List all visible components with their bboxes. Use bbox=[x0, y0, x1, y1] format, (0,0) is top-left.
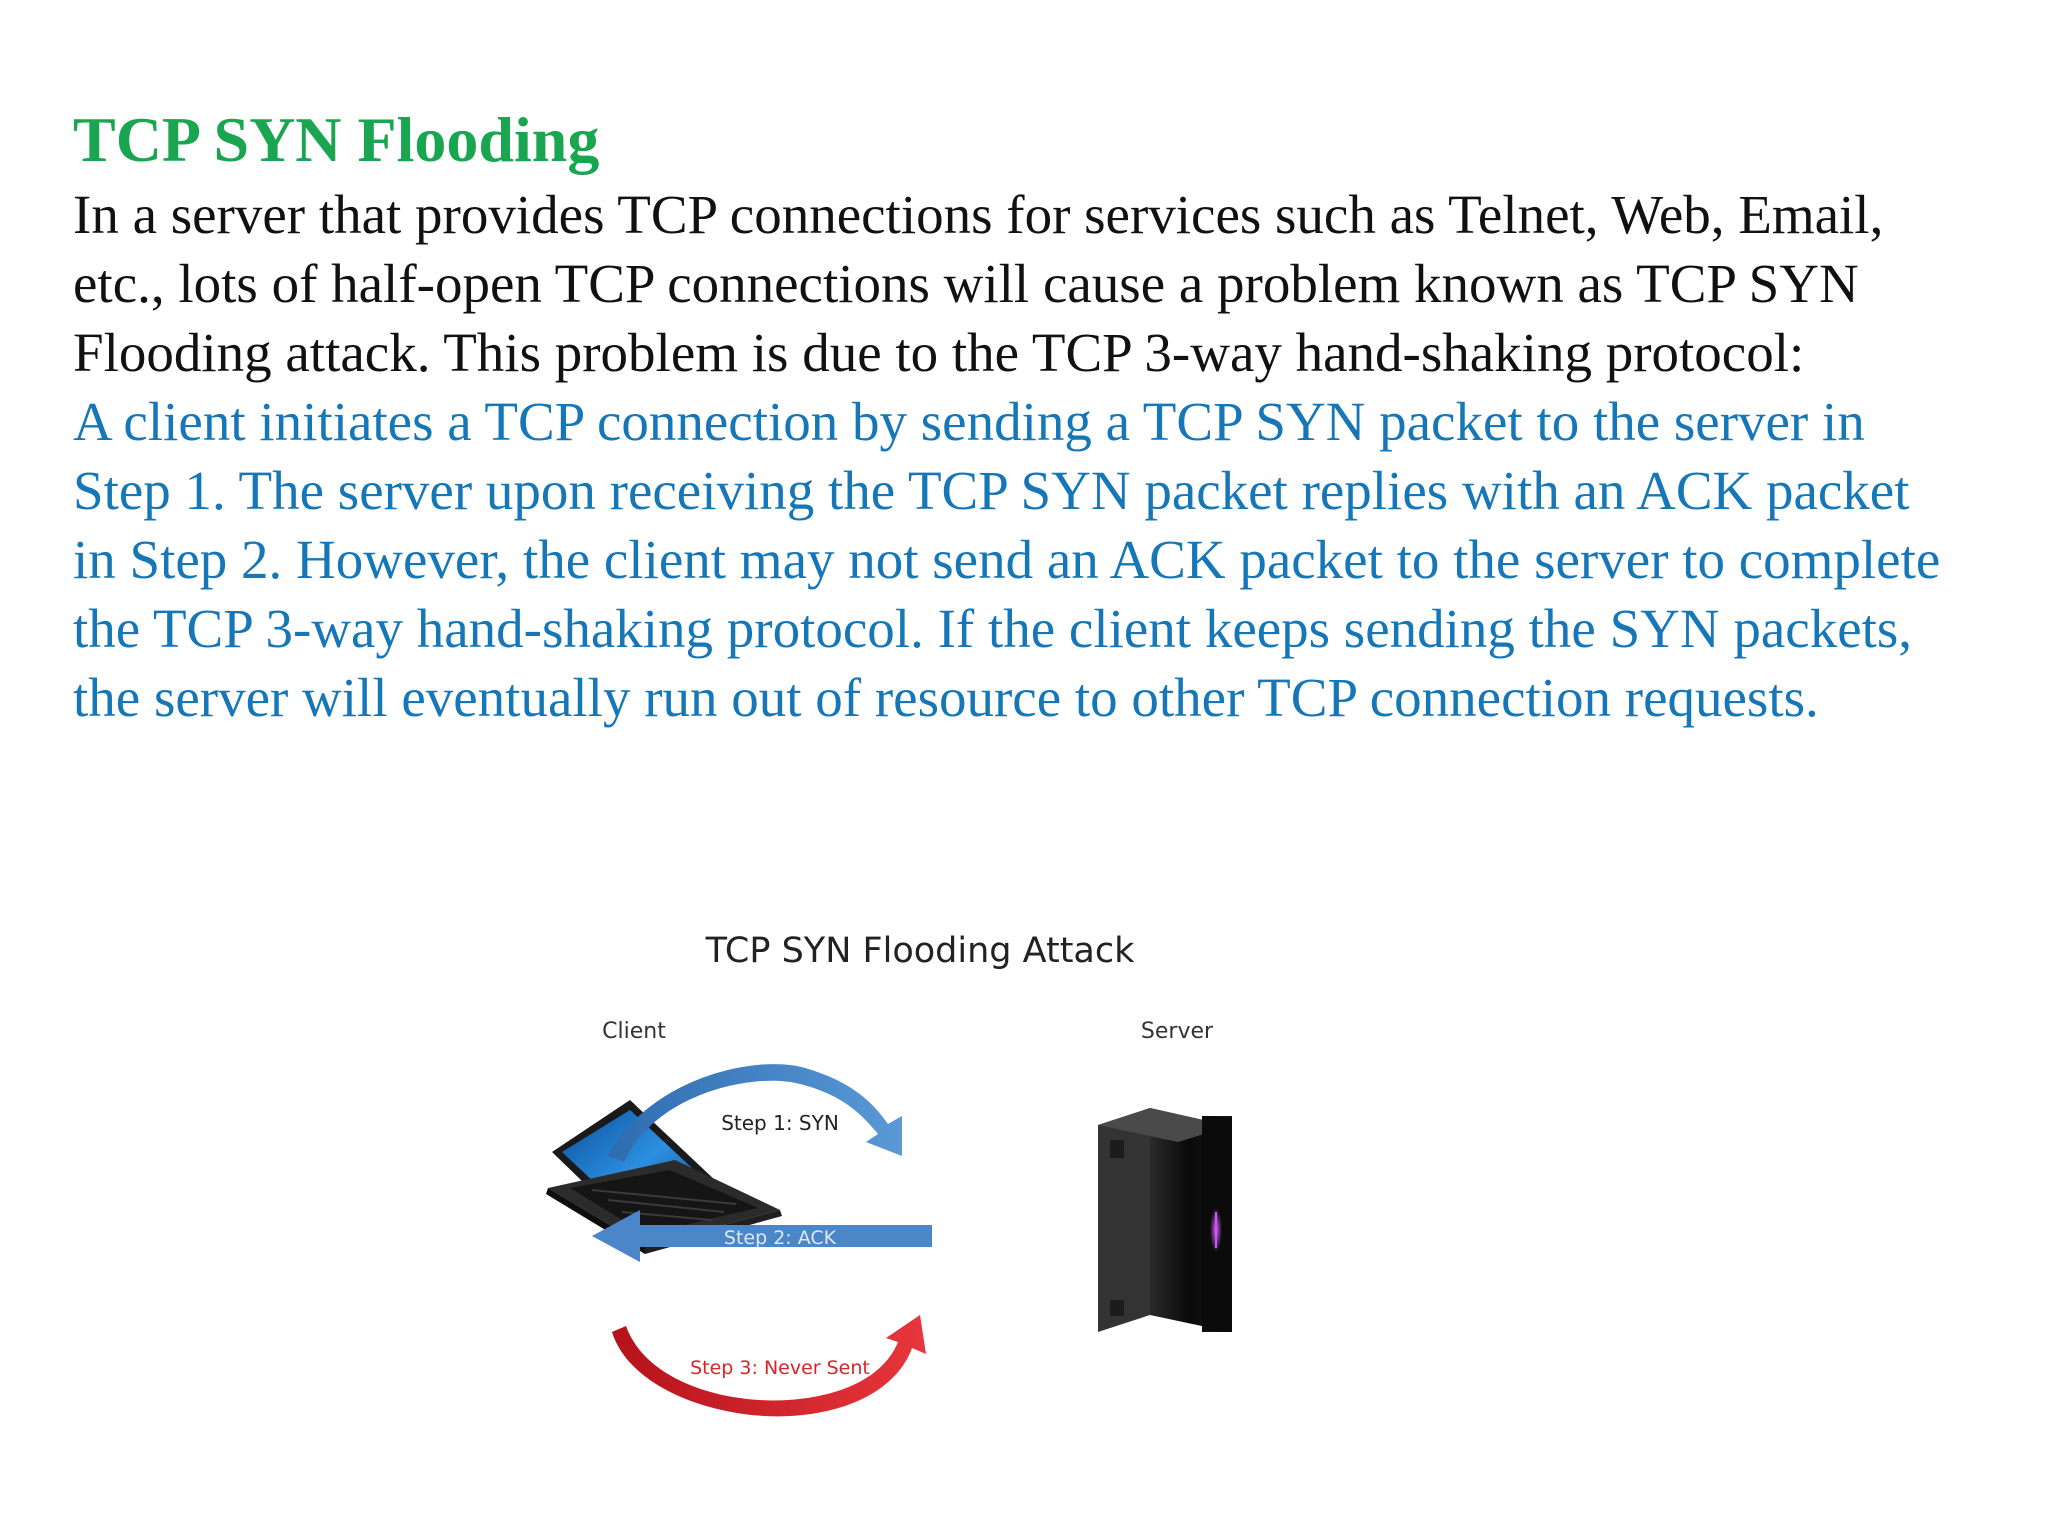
client-label: Client bbox=[602, 1019, 666, 1044]
step2-label: Step 2: ACK bbox=[724, 1227, 837, 1249]
step3-arrow: Step 3: Never Sent bbox=[612, 1315, 926, 1417]
step1-arrow: Step 1: SYN bbox=[608, 1064, 902, 1162]
server-label: Server bbox=[1141, 1019, 1214, 1044]
paragraph-line-blue: A client initiates a TCP connection by s… bbox=[73, 391, 1865, 452]
paragraph-line-blue: the server will eventually run out of re… bbox=[73, 667, 1819, 728]
paragraph-line: Flooding attack. This problem is due to … bbox=[73, 322, 1805, 383]
step3-label: Step 3: Never Sent bbox=[690, 1357, 870, 1379]
step2-arrow: Step 2: ACK bbox=[592, 1210, 932, 1262]
step1-label: Step 1: SYN bbox=[721, 1111, 839, 1135]
paragraph-line-blue: Step 1. The server upon receiving the TC… bbox=[73, 460, 1910, 521]
laptop-icon bbox=[546, 1100, 782, 1254]
server-tower-icon bbox=[1098, 1108, 1232, 1332]
diagram-title: TCP SYN Flooding Attack bbox=[705, 931, 1136, 971]
slide-title: TCP SYN Flooding bbox=[73, 104, 600, 175]
paragraph-line: In a server that provides TCP connection… bbox=[73, 184, 1884, 245]
diagram-svg: TCP SYN Flooding Attack Client Server bbox=[546, 931, 1232, 1417]
syn-flood-diagram: TCP SYN Flooding Attack Client Server bbox=[530, 920, 1290, 1440]
paragraph-line: etc., lots of half-open TCP connections … bbox=[73, 253, 1859, 314]
paragraph-line-blue: in Step 2. However, the client may not s… bbox=[73, 529, 1941, 590]
body-paragraph: In a server that provides TCP connection… bbox=[73, 180, 2033, 732]
paragraph-line-blue: the TCP 3-way hand-shaking protocol. If … bbox=[73, 598, 1913, 659]
